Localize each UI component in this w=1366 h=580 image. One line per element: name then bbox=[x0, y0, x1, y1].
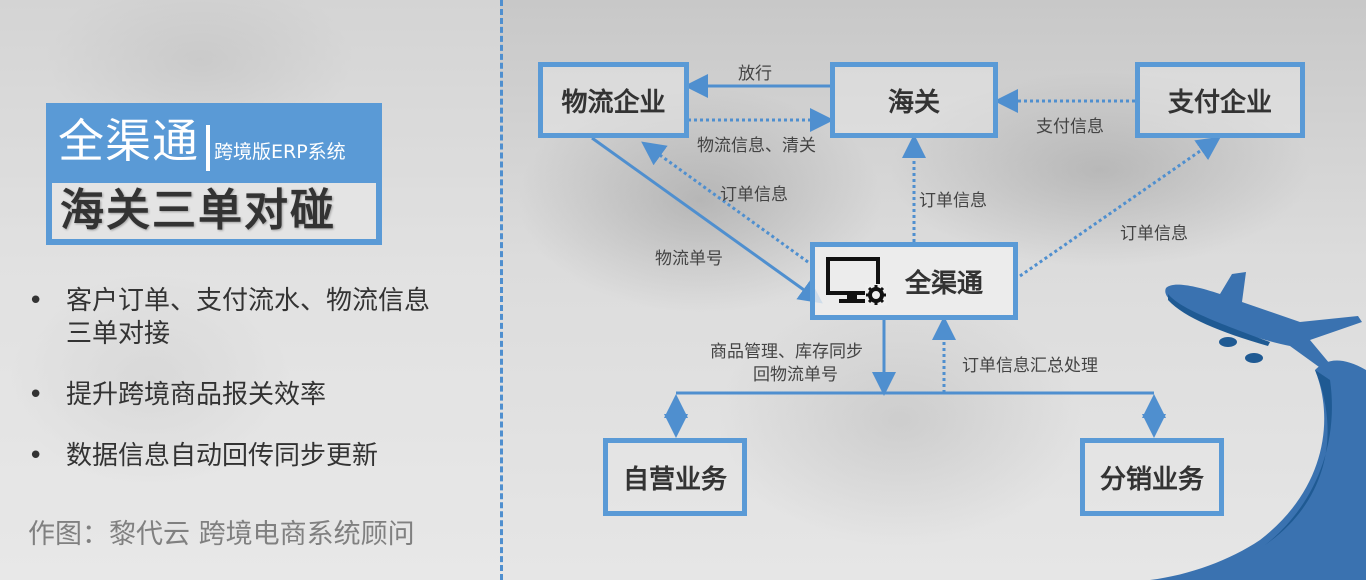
node-label: 全渠通 bbox=[905, 268, 984, 299]
brand-separator bbox=[206, 125, 210, 171]
bullet-dot: • bbox=[28, 380, 44, 410]
node-payment: 支付企业 bbox=[1135, 62, 1305, 138]
edge-label-order-logistics: 订单信息 bbox=[720, 185, 788, 205]
edge-label-product-mgmt: 商品管理、库存同步 bbox=[710, 342, 863, 362]
author-credit: 作图：黎代云 跨境电商系统顾问 bbox=[28, 519, 415, 550]
brand-name: 全渠通 bbox=[58, 114, 199, 168]
edge-label-return-tracking: 回物流单号 bbox=[753, 365, 838, 385]
node-logistics: 物流企业 bbox=[538, 62, 689, 138]
dashed-divider bbox=[500, 0, 503, 580]
node-label: 支付企业 bbox=[1167, 87, 1272, 118]
node-center: 全渠通 bbox=[810, 242, 1018, 320]
bullet-text: 客户订单、支付流水、物流信息三单对接 bbox=[66, 286, 431, 349]
node-customs: 海关 bbox=[830, 62, 998, 138]
node-label: 海关 bbox=[887, 87, 940, 118]
bullet-list: • 客户订单、支付流水、物流信息三单对接 • 提升跨境商品报关效率 • 数据信息… bbox=[28, 285, 468, 501]
bullet-dot: • bbox=[28, 286, 44, 316]
bullet-item: • 数据信息自动回传同步更新 bbox=[28, 440, 468, 473]
title-box: 全渠通 跨境版ERP系统 海关三单对碰 bbox=[46, 103, 382, 245]
bullet-text: 数据信息自动回传同步更新 bbox=[66, 441, 379, 471]
edge-label-order-customs: 订单信息 bbox=[919, 191, 987, 211]
edge-label-order-payment: 订单信息 bbox=[1120, 224, 1188, 244]
node-label: 物流企业 bbox=[561, 87, 666, 118]
bullet-item: • 客户订单、支付流水、物流信息三单对接 bbox=[28, 285, 468, 351]
node-distribution: 分销业务 bbox=[1080, 438, 1224, 516]
node-self-run: 自营业务 bbox=[603, 438, 747, 516]
bullet-dot: • bbox=[28, 441, 44, 471]
edge-label-tracking: 物流单号 bbox=[655, 249, 723, 269]
edge-label-release: 放行 bbox=[738, 64, 772, 84]
edge-label-payment-info: 支付信息 bbox=[1036, 117, 1104, 137]
node-label: 分销业务 bbox=[1099, 464, 1204, 495]
edge-label-order-summary: 订单信息汇总处理 bbox=[962, 356, 1098, 376]
node-label: 自营业务 bbox=[622, 464, 727, 495]
left-panel bbox=[0, 0, 500, 580]
title-panel: 海关三单对碰 bbox=[52, 183, 376, 239]
computer-gear-icon bbox=[826, 257, 887, 306]
page-title: 海关三单对碰 bbox=[60, 185, 336, 236]
airplane-swoosh-icon bbox=[1150, 272, 1366, 580]
bullet-text: 提升跨境商品报关效率 bbox=[66, 380, 327, 410]
edge-label-logistics-clearance: 物流信息、清关 bbox=[697, 136, 816, 156]
bullet-item: • 提升跨境商品报关效率 bbox=[28, 379, 468, 412]
brand-subtitle: 跨境版ERP系统 bbox=[214, 141, 346, 163]
